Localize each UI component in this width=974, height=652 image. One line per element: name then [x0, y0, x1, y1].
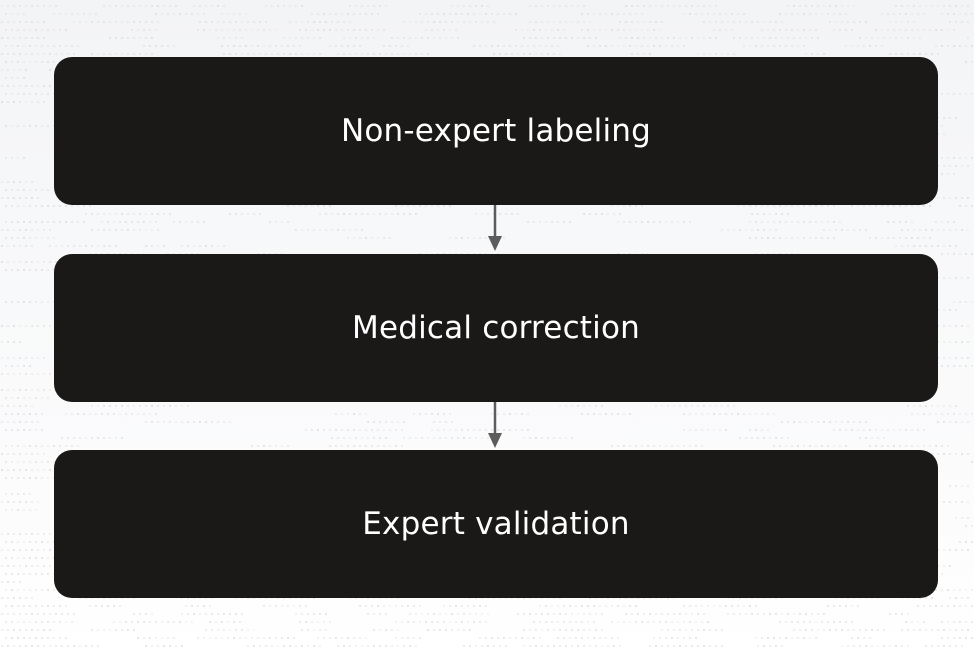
step-box-expert-validation: Expert validation — [54, 450, 938, 598]
step-box-non-expert-labeling: Non-expert labeling — [54, 57, 938, 205]
step-box-medical-correction: Medical correction — [54, 254, 938, 402]
arrow-down-icon — [488, 205, 502, 251]
step-label-medical-correction: Medical correction — [352, 310, 640, 346]
step-label-expert-validation: Expert validation — [362, 506, 630, 542]
arrow-down-icon — [488, 402, 502, 448]
step-label-non-expert-labeling: Non-expert labeling — [340, 113, 652, 149]
